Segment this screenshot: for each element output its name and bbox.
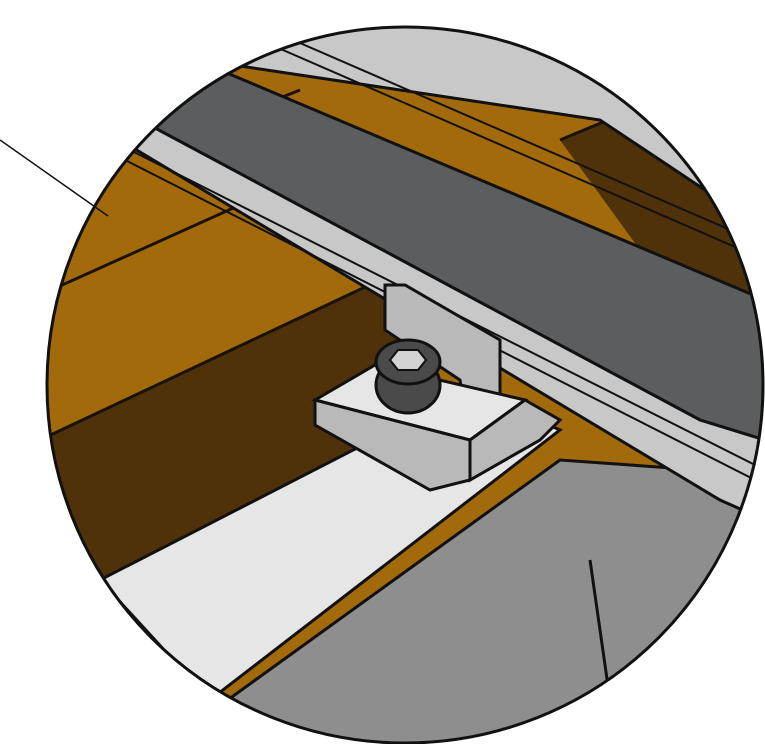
hex-socket bbox=[388, 349, 428, 371]
bracket-foot-side bbox=[468, 398, 563, 483]
detail-circle-outline bbox=[45, 25, 765, 744]
tile-shadow-left bbox=[47, 280, 430, 600]
bracket-foot-front bbox=[313, 398, 472, 492]
hex-socket-bolt bbox=[374, 338, 442, 415]
hook-arm-edge bbox=[588, 559, 612, 701]
callout-leader-line bbox=[0, 139, 109, 217]
